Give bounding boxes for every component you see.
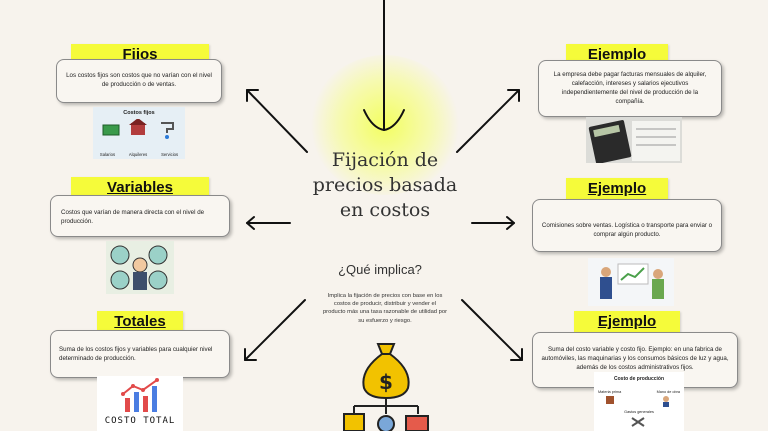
worker-icon <box>663 396 669 402</box>
label-totales-text: Totales <box>114 313 166 330</box>
production-cost-item-materia: Materia prima <box>598 390 622 394</box>
variable-costs-image <box>106 241 174 294</box>
label-ejemplo-3: Ejemplo <box>574 311 680 333</box>
arrow-to-fijos <box>246 89 308 153</box>
fixed-costs-item-salarios: Salarios <box>99 152 116 157</box>
production-cost-item-mano: Mano de obra <box>656 390 680 394</box>
house-icon <box>131 123 145 135</box>
arrow-to-ejemplo-3 <box>461 299 523 361</box>
label-fijos-text: Fijos <box>122 46 158 63</box>
card-ejemplo-2-text: Comisiones sobre ventas. Logística o tra… <box>541 222 713 238</box>
fixed-costs-item-servicios: Servicios <box>161 152 179 157</box>
center-title-line-1: Fijación de <box>331 149 439 171</box>
card-ejemplo-1-text: La empresa debe pagar facturas mensuales… <box>553 71 707 105</box>
card-ejemplo-3-text: Suma del costo variable y costo fijo. Ej… <box>541 346 729 371</box>
production-cost-icons <box>606 396 669 427</box>
bar-chart-icon <box>121 378 159 412</box>
card-fijos-text: Los costos fijos son costos que no varía… <box>66 72 212 88</box>
total-cost-image: COSTO TOTAL <box>97 376 183 431</box>
question-heading: ¿Qué implica? <box>338 262 422 277</box>
card-ejemplo-1: La empresa debe pagar facturas mensuales… <box>538 60 722 117</box>
card-variables: Costos que varían de manera directa con … <box>50 195 230 237</box>
label-totales: Totales <box>97 311 183 333</box>
card-fijos: Los costos fijos son costos que no varía… <box>56 59 222 103</box>
card-totales: Suma de los costos fijos y variables par… <box>50 330 230 378</box>
card-ejemplo-2: Comisiones sobre ventas. Logística o tra… <box>532 199 722 252</box>
sales-team-image <box>588 258 674 306</box>
arrow-to-totales <box>244 299 306 361</box>
center-title: Fijación de precios basada en costos <box>300 148 470 223</box>
center-title-line-2: precios basada <box>312 174 458 196</box>
center-title-line-3: en costos <box>339 199 431 221</box>
total-cost-caption: COSTO TOTAL <box>104 416 176 426</box>
fixed-costs-icons <box>102 119 174 139</box>
arrow-to-ejemplo-1 <box>456 89 520 153</box>
label-ejemplo-2-text: Ejemplo <box>587 180 647 197</box>
label-variables: Variables <box>71 177 209 199</box>
money-icon <box>102 124 120 136</box>
label-ejemplo-1-text: Ejemplo <box>587 46 647 63</box>
calculator-image <box>586 117 682 163</box>
faucet-icon <box>161 122 174 133</box>
label-ejemplo-2: Ejemplo <box>566 178 668 200</box>
label-variables-text: Variables <box>107 179 173 196</box>
card-totales-text: Suma de los costos fijos y variables par… <box>59 346 213 362</box>
cost-distribution-icon: $ <box>343 343 429 431</box>
fixed-costs-image-title: Costos fijos <box>123 110 155 116</box>
svg-text:$: $ <box>379 370 393 394</box>
card-variables-text: Costos que varían de manera directa con … <box>61 209 205 225</box>
label-ejemplo-3-text: Ejemplo <box>597 313 657 330</box>
implica-text: Implica la fijación de precios con base … <box>322 293 448 324</box>
production-cost-item-gastos: Gastos generales <box>624 410 654 414</box>
raw-material-icon <box>606 396 614 404</box>
fixed-costs-item-alquileres: Alquileres <box>128 152 148 157</box>
top-arrow-head <box>363 109 405 131</box>
production-cost-title: Costo de producción <box>614 376 664 382</box>
fixed-costs-image: Costos fijos Salarios Alquileres Servici… <box>93 107 185 159</box>
production-cost-image: Costo de producción Materia prima Mano d… <box>594 372 684 431</box>
